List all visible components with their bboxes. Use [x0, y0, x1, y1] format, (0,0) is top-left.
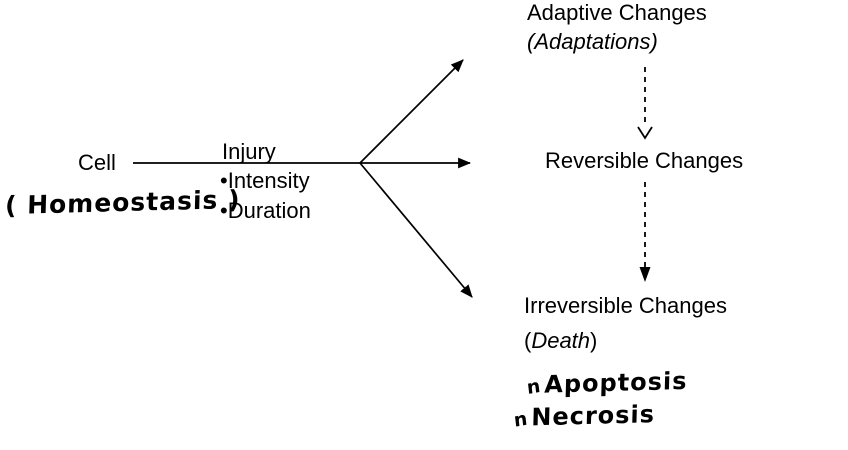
death-paren-close: ) — [590, 328, 598, 353]
homeostasis-annotation: ( Homeostasis ) — [4, 184, 241, 221]
death-word: Death — [531, 328, 591, 353]
necrosis-note: nNecrosis — [512, 400, 656, 432]
filled-arrowhead-icon — [639, 267, 651, 282]
arrow-to-irreversible — [359, 162, 473, 298]
necrosis-text: Necrosis — [530, 400, 656, 432]
adaptations-sublabel: (Adaptations) — [527, 29, 658, 54]
injury-bullet-intensity: •Intensity — [220, 168, 310, 193]
injury-label: Injury — [222, 139, 276, 164]
reversible-changes-label: Reversible Changes — [545, 148, 744, 173]
injury-bullet-duration: •Duration — [220, 198, 311, 223]
death-paren-open: ( — [524, 328, 532, 353]
handwritten-bullet-icon: n — [525, 375, 543, 399]
apoptosis-note: nApoptosis — [525, 366, 688, 399]
death-sublabel: (Death) — [524, 326, 597, 355]
open-arrowhead-icon — [637, 126, 653, 140]
apoptosis-text: Apoptosis — [543, 366, 688, 399]
handwritten-bullet-icon: n — [512, 408, 530, 432]
arrow-to-adaptive — [359, 59, 464, 164]
cell-label: Cell — [78, 150, 116, 175]
adaptive-changes-label: Adaptive Changes — [527, 0, 707, 25]
irreversible-changes-label: Irreversible Changes — [524, 293, 727, 318]
